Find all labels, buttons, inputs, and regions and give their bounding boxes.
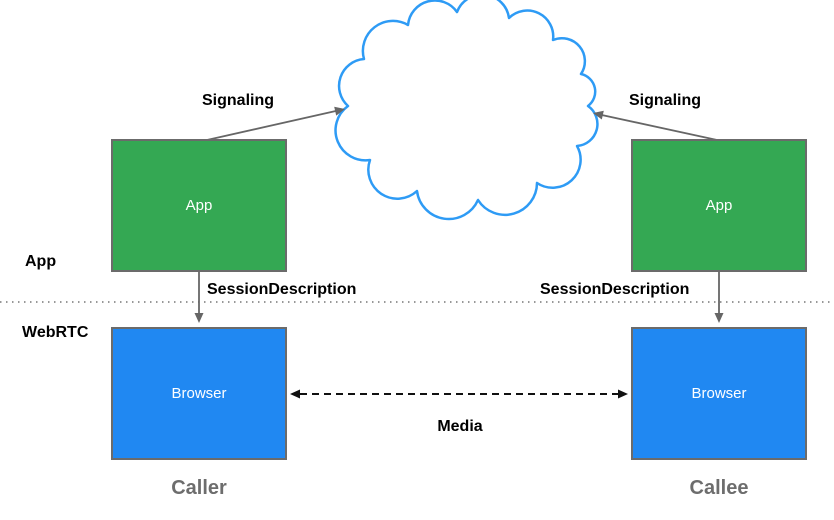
media-label: Media [437, 418, 483, 435]
signaling-label-right: Signaling [629, 92, 701, 109]
session-description-label-right: SessionDescription [540, 281, 690, 298]
caller-app-label: App [185, 197, 213, 214]
caller-browser-box: Browser [111, 327, 287, 460]
signaling-arrow-left [206, 106, 345, 141]
session-description-label-left: SessionDescription [207, 281, 357, 298]
signaling-label-left: Signaling [202, 92, 274, 109]
layer-label-app: App [25, 253, 57, 270]
caller-app-box: App [111, 139, 287, 272]
caller-caption: Caller [171, 477, 227, 499]
layer-label-webrtc: WebRTC [22, 324, 89, 341]
signaling-cloud-icon [334, 0, 599, 221]
caller-browser-label: Browser [171, 385, 227, 402]
signaling-arrow-right [593, 110, 718, 141]
callee-caption: Callee [689, 477, 749, 499]
callee-browser-box: Browser [631, 327, 807, 460]
callee-app-label: App [705, 197, 733, 214]
media-arrow [290, 389, 628, 399]
session-description-arrow-left [194, 272, 204, 323]
callee-browser-label: Browser [691, 385, 747, 402]
callee-app-box: App [631, 139, 807, 272]
session-description-arrow-right [714, 272, 724, 323]
